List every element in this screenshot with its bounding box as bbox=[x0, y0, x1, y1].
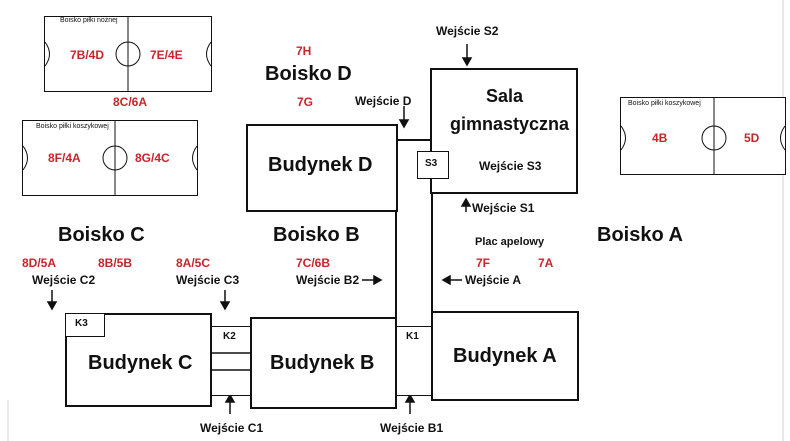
gym-label-line1: Sala bbox=[486, 86, 524, 106]
basketball-left-lines bbox=[23, 121, 197, 195]
connector-k1-label: K1 bbox=[406, 331, 419, 342]
entrance-c2-label: Wejście C2 bbox=[32, 273, 96, 287]
boisko-d-grade-bottom: 7G bbox=[297, 95, 314, 109]
football-field-lines bbox=[45, 17, 211, 91]
football-left-grade: 7B/4D bbox=[70, 48, 105, 62]
gym-label-line2: gimnastyczna bbox=[450, 114, 570, 134]
boisko-c-grade-3: 8A/5C bbox=[176, 256, 211, 270]
connector-k3 bbox=[65, 313, 105, 337]
entrance-c3-label: Wejście C3 bbox=[176, 273, 240, 287]
basketball-right-caption: Boisko piłki koszykowej bbox=[628, 100, 701, 107]
boisko-d-label: Boisko D bbox=[265, 63, 352, 85]
building-b-label: Budynek B bbox=[270, 352, 375, 374]
basketball-left-grade-2: 8G/4C bbox=[135, 151, 170, 165]
boisko-c-label: Boisko C bbox=[58, 224, 145, 246]
building-d-label: Budynek D bbox=[268, 154, 373, 176]
football-field bbox=[44, 16, 212, 92]
boisko-b-grade: 7C/6B bbox=[296, 256, 331, 270]
building-a bbox=[431, 311, 579, 401]
entrance-b1-label: Wejście B1 bbox=[380, 421, 444, 435]
connector-k3-label: K3 bbox=[75, 318, 88, 329]
football-field-caption: Boisko piłki nożnej bbox=[60, 17, 118, 24]
building-d bbox=[246, 124, 398, 212]
football-right-grade: 7E/4E bbox=[150, 48, 183, 62]
plac-grade-1: 7F bbox=[476, 256, 491, 270]
connector-s3 bbox=[417, 151, 449, 179]
entrance-d-label: Wejście D bbox=[355, 94, 412, 108]
building-b bbox=[250, 317, 397, 409]
entrance-s2-label: Wejście S2 bbox=[436, 24, 499, 38]
basketball-court-left bbox=[22, 120, 198, 196]
connector-s3-label: S3 bbox=[425, 158, 438, 169]
boisko-d-grade-top: 7H bbox=[296, 44, 312, 58]
boisko-c-grade-2: 8B/5B bbox=[98, 256, 133, 270]
plac-grade-2: 7A bbox=[538, 256, 554, 270]
entrance-s3-label: Wejście S3 bbox=[479, 159, 542, 173]
basketball-right-lines bbox=[621, 98, 785, 174]
boisko-b-label: Boisko B bbox=[273, 224, 360, 246]
plac-apelowy-label: Plac apelowy bbox=[475, 236, 545, 248]
entrance-c1-label: Wejście C1 bbox=[200, 421, 264, 435]
basketball-left-caption: Boisko piłki koszykowej bbox=[36, 123, 109, 130]
entrance-b2-label: Wejście B2 bbox=[296, 273, 360, 287]
basketball-right-grade-2: 5D bbox=[744, 131, 760, 145]
boisko-c-grade-1: 8D/5A bbox=[22, 256, 57, 270]
basketball-left-grade-1: 8F/4A bbox=[48, 151, 81, 165]
football-below-grade: 8C/6A bbox=[113, 95, 148, 109]
entrance-s1-label: Wejście S1 bbox=[472, 201, 535, 215]
gym-building bbox=[430, 68, 578, 194]
entrance-a-label: Wejście A bbox=[465, 273, 522, 287]
basketball-right-grade-1: 4B bbox=[652, 131, 668, 145]
basketball-court-right bbox=[620, 97, 786, 175]
connector-k2 bbox=[211, 326, 251, 396]
connector-k2-label: K2 bbox=[223, 331, 236, 342]
boisko-a-label: Boisko A bbox=[597, 224, 683, 246]
building-c-label: Budynek C bbox=[88, 352, 193, 374]
building-a-label: Budynek A bbox=[453, 345, 557, 367]
